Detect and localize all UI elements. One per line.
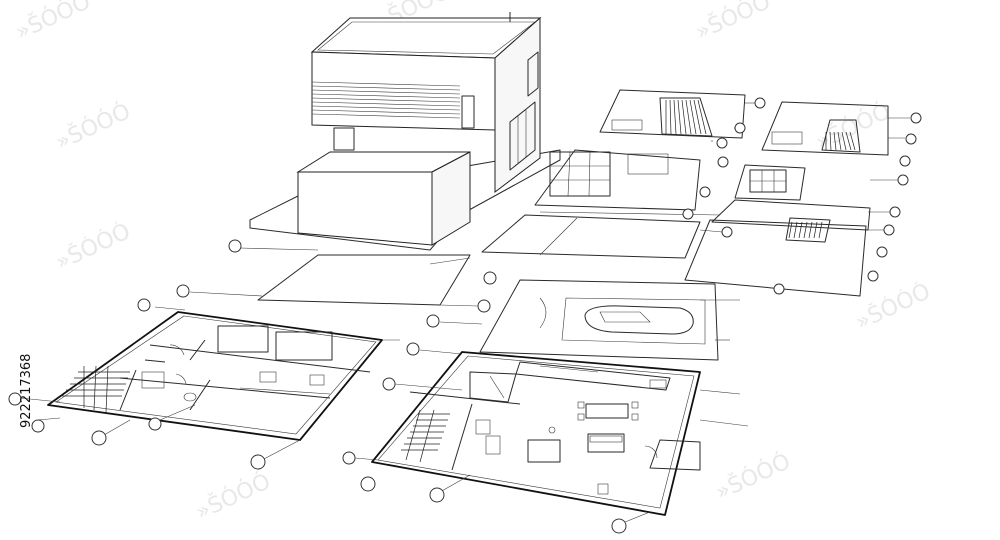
stair-hatch <box>62 365 130 413</box>
cladding-band <box>311 81 461 119</box>
grid-bubble <box>699 186 711 198</box>
stock-id-label: 922217368 <box>19 354 34 428</box>
grid-bubble <box>905 133 917 145</box>
stair-hatch <box>788 221 823 239</box>
garage-plan <box>426 279 719 361</box>
garage-side <box>431 151 471 246</box>
grid-bubble <box>717 156 729 168</box>
stair-hatch <box>401 409 450 463</box>
stair-hatch <box>665 99 707 135</box>
grid-bubble <box>721 226 733 238</box>
side-window-upper <box>527 51 539 97</box>
grid-bubble <box>773 283 785 295</box>
floor-plan-ground-floor <box>342 342 749 534</box>
car-outline <box>584 305 694 335</box>
watermark-text: »ŠÓÓÓ <box>852 278 935 335</box>
grid-bubble <box>716 137 728 149</box>
grid-bubble <box>682 208 694 220</box>
grid-bubble <box>91 430 107 446</box>
grid-bubble <box>876 246 888 258</box>
floor-plan-upper-a <box>599 89 766 149</box>
grid-bubble <box>176 284 190 298</box>
house-3d-model <box>249 12 561 251</box>
grid-bubble <box>897 174 909 186</box>
grid-bubble <box>867 270 879 282</box>
bed <box>275 331 333 361</box>
stair-hatch <box>825 131 856 151</box>
house-side <box>494 16 541 194</box>
window-grid <box>549 151 611 197</box>
grid-bubble <box>8 392 22 406</box>
watermark-text: »ŠÓÓÓ <box>52 218 135 275</box>
watermark-text: »ŠÓÓÓ <box>12 0 95 45</box>
grid-bubble <box>148 417 162 431</box>
grid-bubble <box>734 122 746 134</box>
stock-id-text: 922217368 <box>19 354 34 428</box>
floor-plan-middle-b <box>684 164 909 297</box>
grid-bubble <box>360 476 376 492</box>
watermark-text: »ŠÓÓÓ <box>812 98 895 155</box>
grid-bubble <box>137 298 151 312</box>
grid-bubble <box>342 451 356 465</box>
watermark-text: »ŠÓÓÓ <box>192 468 275 525</box>
grid-bubble <box>899 155 911 167</box>
sink <box>183 392 197 402</box>
grid-bubble <box>910 112 922 124</box>
sofa <box>587 433 625 453</box>
floor-plan-upper-b <box>761 101 922 167</box>
glass-door <box>509 101 536 171</box>
bathtub <box>141 371 165 389</box>
grid-bubble <box>754 97 766 109</box>
leader-lines <box>429 257 740 341</box>
front-door <box>333 127 355 151</box>
grid-bubble <box>889 206 901 218</box>
grid-bubble <box>429 487 445 503</box>
grid-bubble <box>31 419 45 433</box>
grid-bubble <box>250 454 266 470</box>
bed <box>217 325 269 353</box>
kitchen-counter <box>515 361 671 391</box>
shower <box>485 435 501 455</box>
window-grid <box>749 169 787 193</box>
garage-roof-plan <box>176 239 497 313</box>
armchair <box>597 483 609 495</box>
desk <box>259 371 277 383</box>
floor-plan-middle-a <box>481 149 733 259</box>
coffee-table <box>527 439 561 463</box>
desk <box>309 374 325 386</box>
grid-bubble <box>483 271 497 285</box>
grid-bubble <box>228 239 242 253</box>
wc <box>475 419 491 435</box>
grid-bubble <box>611 518 627 534</box>
grid-bubble <box>883 224 895 236</box>
grid-bubble <box>406 342 420 356</box>
stove <box>649 379 667 389</box>
dining-table <box>585 403 629 419</box>
watermark-text: »ŠÓÓÓ <box>52 98 135 155</box>
watermark-text: »ŠÓÓÓ <box>692 0 775 45</box>
watermark-text: »ŠÓÓÓ <box>712 448 795 505</box>
grid-bubble <box>382 377 396 391</box>
garage-front <box>297 171 433 246</box>
grid-bubble <box>426 314 440 328</box>
grid-bubble <box>477 299 491 313</box>
side-window <box>461 95 475 129</box>
floor-plan-upper-floor <box>8 298 400 470</box>
